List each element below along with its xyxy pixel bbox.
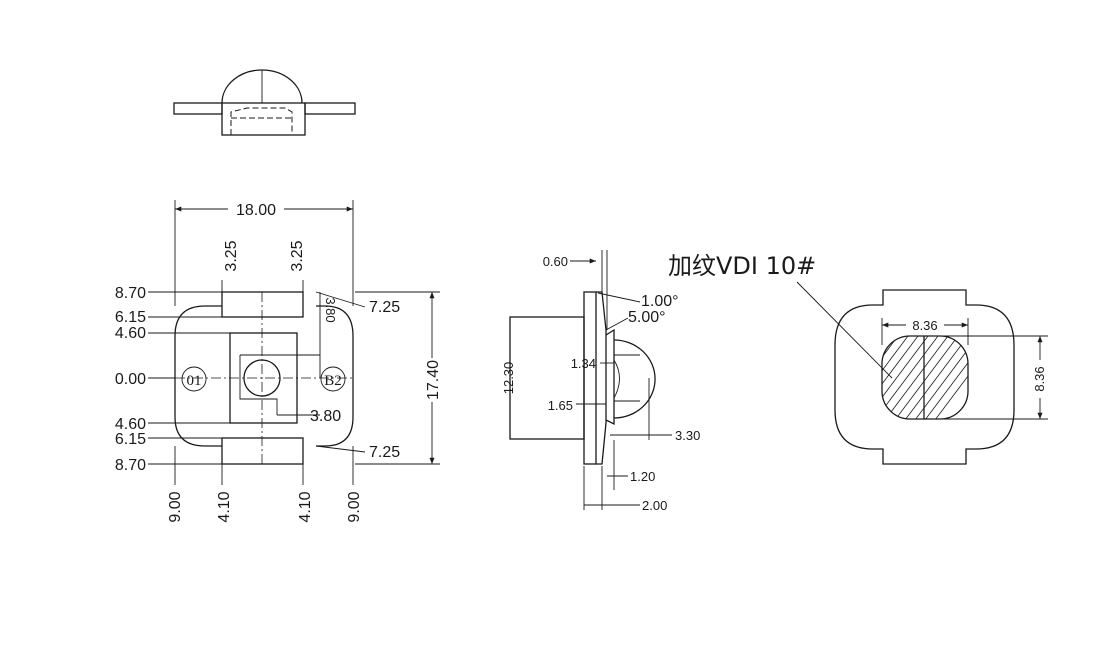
dim-left-615-bottom: 6.15 <box>115 431 146 448</box>
texture-note-label: 加纹VDI 10# <box>668 252 816 280</box>
dim-right-top: 7.25 <box>369 299 400 316</box>
dim-side-100: 1.00° <box>641 293 679 310</box>
mark-b2-label: B2 <box>324 373 342 389</box>
dim-bottom-900-left: 9.00 <box>167 491 184 522</box>
dim-side-500: 5.00° <box>628 309 666 326</box>
dim-inner-horizontal: 3.80 <box>310 408 341 425</box>
detail-view: 8.36 8.36 <box>834 289 1048 465</box>
dim-side-1230: 12.30 <box>501 362 516 395</box>
dim-side-165: 1.65 <box>548 398 573 413</box>
dim-side-120: 1.20 <box>630 469 655 484</box>
dim-width: 18.00 <box>236 202 276 219</box>
top-view <box>173 69 356 136</box>
dim-top-left: 3.25 <box>223 240 240 271</box>
dim-detail-width: 8.36 <box>912 318 937 333</box>
mark-b2-circle <box>320 366 346 392</box>
dim-detail-height: 8.36 <box>1032 366 1047 391</box>
dim-bottom-410-right: 4.10 <box>297 491 314 522</box>
texture-hatch <box>882 336 968 419</box>
dim-inner-vertical: 3.80 <box>323 297 338 322</box>
dim-side-330: 3.30 <box>675 428 700 443</box>
dim-left-460-bottom: 4.60 <box>115 416 146 433</box>
dim-side-060: 0.60 <box>543 254 568 269</box>
mark-01-label: 01 <box>187 373 202 389</box>
side-view: 0.60 1.00° 5.00° 12.30 1.34 1.65 3.30 1.… <box>501 250 700 513</box>
dim-left-870-top: 8.70 <box>115 285 146 302</box>
mark-01-circle <box>181 366 207 392</box>
dim-left-870-bottom: 8.70 <box>115 457 146 474</box>
dim-top-right: 3.25 <box>289 240 306 271</box>
dim-side-200: 2.00 <box>642 498 667 513</box>
dim-bottom-900-right: 9.00 <box>346 491 363 522</box>
dim-height: 17.40 <box>425 360 442 400</box>
dim-left-615-top: 6.15 <box>115 309 146 326</box>
dim-bottom-410-left: 4.10 <box>216 491 233 522</box>
dim-right-bottom: 7.25 <box>369 444 400 461</box>
dim-left-460-top: 4.60 <box>115 325 146 342</box>
dim-left-000: 0.00 <box>115 371 146 388</box>
front-view: 01 B2 18.00 3.25 3.25 8.70 6.15 4.60 0.0… <box>115 200 442 523</box>
texture-note-leader <box>796 281 893 379</box>
dim-side-134: 1.34 <box>571 356 596 371</box>
